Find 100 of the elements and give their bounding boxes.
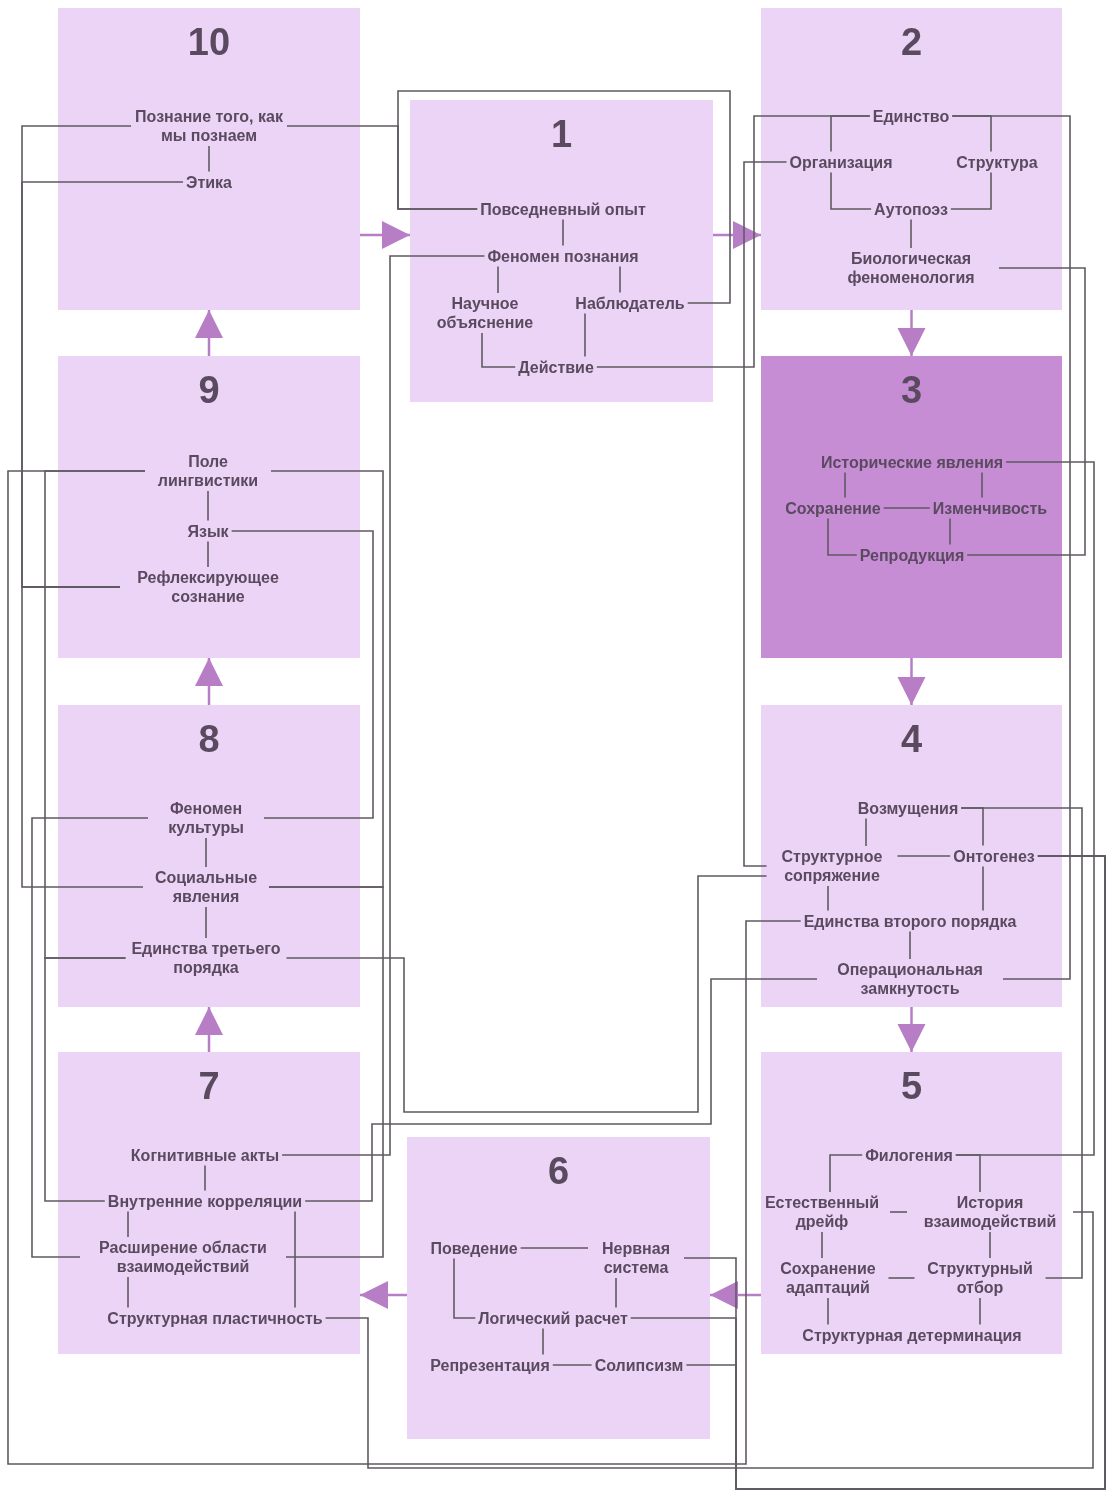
panel-number: 9 [198,368,220,412]
arrow [360,1281,409,1309]
concept-label: Поведение [427,1237,521,1259]
concept-label: Биологическая феноменология [823,248,999,288]
connector-line [205,837,207,868]
connector-line [909,930,911,960]
arrow [195,1007,223,1054]
connector-line [207,540,209,568]
connector-line [21,181,184,588]
connector-line [230,530,374,819]
connector-line [519,1247,589,1249]
panel-number: 10 [187,20,231,64]
connector-line [981,471,983,499]
panel-number: 4 [900,717,923,761]
connector-line [889,1211,908,1213]
concept-label: Исторические явления [817,451,1007,473]
panel-number: 5 [900,1064,923,1108]
arrow [195,310,223,358]
connector-line [584,312,586,358]
connector-line [324,1211,1094,1469]
concept-label: Единство [869,105,953,127]
concept-label: Единства третьего порядка [125,938,287,978]
connector-line [989,1231,991,1259]
connector-line [294,1210,296,1309]
connector-line [208,145,210,173]
concept-label: Действие [515,356,597,378]
concept-label: Операциональная замкнутость [817,959,1003,999]
connector-line [596,115,871,368]
concept-label: Структурная пластичность [104,1307,326,1329]
concept-label: Структура [953,151,1041,173]
panel [407,1137,710,1439]
connector-line [955,461,1095,1156]
connector-line [285,875,768,1113]
connector-line [827,517,858,556]
concept-label: Естественный дрейф [754,1192,890,1232]
panel [58,8,360,310]
concept-label: Сохранение [782,497,884,519]
concept-label: Познание того, как мы познаем [131,106,287,146]
concept-label: Сохранение адаптаций [767,1258,889,1298]
arrow [897,656,926,705]
connector-line [887,1277,916,1279]
connector-line [204,1164,206,1192]
connector-line [127,1210,129,1238]
connector-line [281,255,486,1156]
connector-line [481,332,516,368]
connector-line [542,1327,544,1356]
arrow [897,1005,926,1052]
concept-label: Этика [183,171,235,193]
connector-line [896,855,951,857]
connector-line [949,517,951,546]
concept-label: Наблюдатель [572,292,688,314]
connector-line [453,1257,477,1319]
panel-number: 7 [198,1064,220,1108]
concept-label: Репродукция [856,544,968,566]
concept-label: Феномен культуры [148,798,264,838]
connector-line [31,817,149,1258]
concept-label: Когнитивные акты [127,1144,283,1166]
connector-line [844,471,846,499]
concept-label: Структурная детерминация [799,1324,1025,1346]
concept-label: Структурный отбор [914,1258,1046,1298]
arrow [897,308,926,356]
panel-number: 1 [550,112,573,156]
connector-line [950,171,992,210]
connector-line [882,507,931,509]
panel-number: 2 [900,20,923,64]
panel-number: 3 [900,368,923,412]
arrow [195,658,223,707]
concept-label: Научное объяснение [422,293,548,333]
concept-label: Организация [786,151,896,173]
connector-line [966,267,1086,556]
concept-label: Изменчивость [929,497,1051,519]
connector-line [910,218,912,249]
connector-line [827,885,829,912]
panel [58,356,360,658]
concept-label: Социальные явления [143,867,269,907]
panel [761,1052,1062,1354]
connector-line [552,1364,593,1366]
panel [58,705,360,1007]
concept-label: Язык [184,520,232,542]
panel [761,8,1062,310]
connector-line [397,90,731,304]
connector-line [982,865,984,912]
concept-label: Онтогенез [950,845,1038,867]
connector-line [127,1276,129,1309]
connector-line [562,218,564,247]
connector-line [827,1297,829,1326]
panel [761,356,1062,658]
panel [761,705,1062,1007]
connector-line [615,1277,617,1309]
connector-line [821,1231,823,1259]
concept-label: Повседневный опыт [477,198,649,220]
connector-line [7,470,802,1465]
concept-label: Логический расчет [475,1307,631,1329]
concept-label: Филогения [862,1144,956,1166]
connector-line [619,265,621,294]
connector-line [268,470,384,888]
panel [410,100,713,402]
connector-line [960,807,1083,1279]
connector-line [304,978,818,1202]
concept-label: Внутренние корреляции [104,1190,306,1212]
